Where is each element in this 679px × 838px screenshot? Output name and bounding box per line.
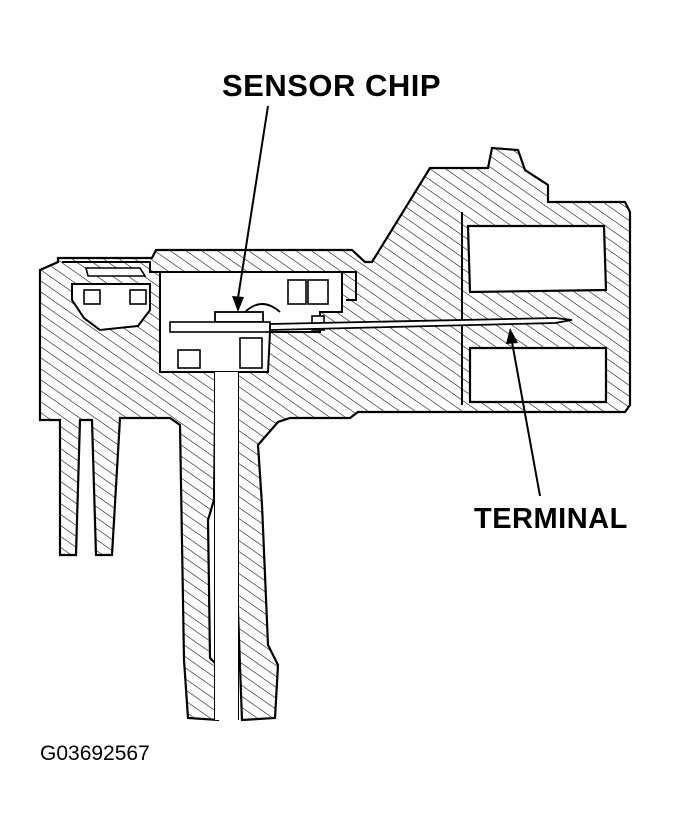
cover-lid-inner: [84, 267, 147, 277]
terminal-leader: [511, 341, 541, 497]
connector-lower-slot: [468, 346, 608, 404]
component-left: [177, 349, 201, 369]
component-mid: [239, 337, 263, 369]
terminal-pin: [269, 317, 573, 331]
sensor-chip-base: [169, 321, 271, 333]
terminal-label: TERMINAL: [474, 503, 628, 535]
sensor-chip-leader: [237, 105, 269, 299]
sensor-chip-arrowhead: [232, 296, 244, 312]
cover-lid: [62, 261, 357, 301]
seal-left-ring-a: [83, 289, 101, 305]
component-right-b: [307, 279, 329, 305]
sensor-chip-label: SENSOR CHIP: [222, 68, 442, 103]
sensor-chip: [214, 311, 264, 323]
terminal-arrowhead: [506, 328, 518, 344]
figure-id: G03692567: [40, 742, 150, 765]
sensor-chip-dome: [244, 303, 281, 313]
connector-upper-slot: [466, 224, 608, 294]
pressure-port-channel: [215, 372, 238, 720]
seal-left-ring-b: [129, 289, 147, 305]
component-right-a: [287, 279, 307, 305]
